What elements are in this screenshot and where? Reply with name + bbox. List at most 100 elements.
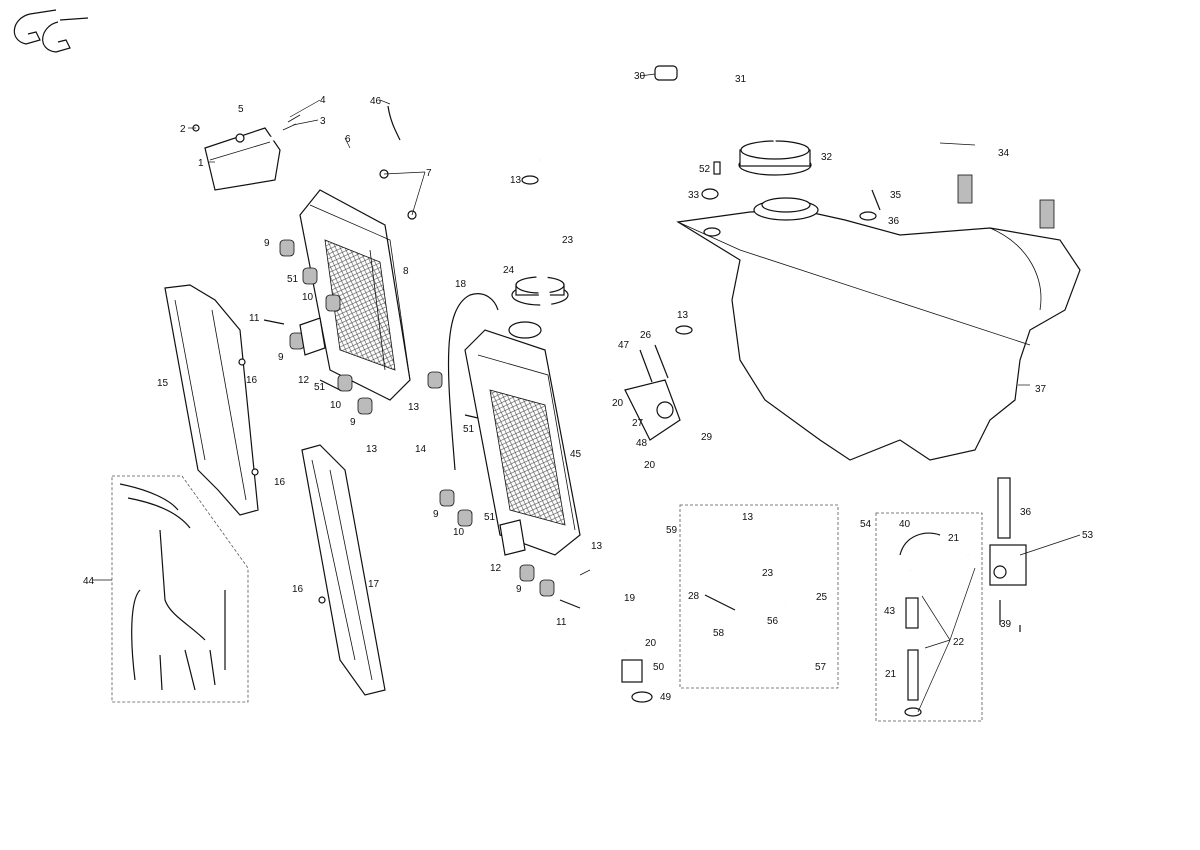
t-fitting-27 xyxy=(624,344,681,441)
radiator-shroud-15 xyxy=(164,284,259,516)
callout-46: 46 xyxy=(370,96,382,107)
callout-21a: 21 xyxy=(948,533,960,544)
callout-49: 49 xyxy=(660,692,672,703)
svg-text:GG: GG xyxy=(6,59,8,61)
vent-hose-31 xyxy=(654,65,776,143)
radiator-cover-1 xyxy=(192,124,281,191)
callout-12a: 12 xyxy=(298,375,310,386)
callout-4: 4 xyxy=(320,95,326,106)
callout-47: 47 xyxy=(618,340,630,351)
leader-lines xyxy=(92,73,1081,713)
callout-52: 52 xyxy=(699,164,711,175)
upper-hose-23 xyxy=(521,175,614,385)
callout-7: 7 xyxy=(426,168,432,179)
hose-kit-44 xyxy=(111,475,249,703)
small-tank-parts xyxy=(701,161,881,237)
breather-tube-18 xyxy=(447,293,499,471)
callout-51b: 51 xyxy=(314,382,326,393)
callout-20b: 20 xyxy=(644,460,656,471)
callout-6: 6 xyxy=(345,134,351,145)
breather-hoses xyxy=(264,114,417,220)
callout-34: 34 xyxy=(998,148,1010,159)
callout-51a: 51 xyxy=(287,274,299,285)
callout-51c: 51 xyxy=(463,424,475,435)
callout-5: 5 xyxy=(238,104,244,115)
right-radiator-45 xyxy=(464,321,581,556)
callout-8: 8 xyxy=(403,266,409,277)
hose-kit-59 xyxy=(679,504,839,689)
callout-11a: 11 xyxy=(249,313,260,324)
callout-13c: 13 xyxy=(510,175,522,186)
callout-15: 15 xyxy=(157,378,169,389)
callout-20c: 20 xyxy=(645,638,657,649)
grommets-right xyxy=(427,371,581,609)
callout-labels: 1 2 3 4 5 6 7 8 9 9 9 9 9 10 10 10 11 11… xyxy=(83,71,1094,703)
callout-33: 33 xyxy=(688,190,700,201)
callout-30: 30 xyxy=(634,71,646,82)
callout-59: 59 xyxy=(666,525,678,536)
callout-45: 45 xyxy=(570,449,582,460)
callout-54: 54 xyxy=(860,519,872,530)
callout-50: 50 xyxy=(653,662,665,673)
callout-51d: 51 xyxy=(484,512,496,523)
callout-39: 39 xyxy=(1000,619,1012,630)
callout-36b: 36 xyxy=(1020,507,1032,518)
callout-35: 35 xyxy=(890,190,902,201)
callout-23b: 23 xyxy=(762,568,774,579)
callout-10c: 10 xyxy=(453,527,465,538)
callout-10b: 10 xyxy=(330,400,342,411)
callout-2: 2 xyxy=(180,124,186,135)
tank-strap-34 xyxy=(957,128,1055,231)
fuel-tank-37 xyxy=(676,197,1081,461)
callout-32: 32 xyxy=(821,152,833,163)
grommets-left xyxy=(263,239,373,415)
brand-logo: GG xyxy=(6,9,89,61)
fuel-petcock-53 xyxy=(989,477,1027,632)
callout-13b: 13 xyxy=(366,444,378,455)
callout-1: 1 xyxy=(198,158,204,169)
callout-21b: 21 xyxy=(885,669,897,680)
callout-48: 48 xyxy=(636,438,648,449)
callout-9a: 9 xyxy=(264,238,270,249)
callout-3: 3 xyxy=(320,116,326,127)
callout-9b: 9 xyxy=(278,352,284,363)
lower-hose-19 xyxy=(573,559,653,703)
callout-22: 22 xyxy=(953,637,965,648)
hose-29 xyxy=(667,325,693,494)
callout-12b: 12 xyxy=(490,563,502,574)
callout-24: 24 xyxy=(503,265,515,276)
callout-53: 53 xyxy=(1082,530,1094,541)
callout-28: 28 xyxy=(688,591,700,602)
callout-44: 44 xyxy=(83,576,95,587)
callout-13e: 13 xyxy=(591,541,603,552)
callout-40: 40 xyxy=(899,519,911,530)
callout-16b: 16 xyxy=(274,477,286,488)
callout-31: 31 xyxy=(735,74,747,85)
callout-11b: 11 xyxy=(556,617,567,628)
callout-37: 37 xyxy=(1035,384,1047,395)
callout-16a: 16 xyxy=(246,375,258,386)
callout-19: 19 xyxy=(624,593,636,604)
callout-26: 26 xyxy=(640,330,652,341)
lower-hose-14 xyxy=(384,427,409,496)
overflow-hose-46 xyxy=(386,85,541,161)
callout-13d: 13 xyxy=(677,310,689,321)
callout-56: 56 xyxy=(767,616,779,627)
callout-9c: 9 xyxy=(350,417,356,428)
callout-58: 58 xyxy=(713,628,725,639)
callout-36a: 36 xyxy=(888,216,900,227)
callout-20a: 20 xyxy=(612,398,624,409)
callout-43: 43 xyxy=(884,606,896,617)
callout-27: 27 xyxy=(632,418,644,429)
callout-29: 29 xyxy=(701,432,713,443)
callout-25: 25 xyxy=(816,592,828,603)
callout-13a: 13 xyxy=(408,402,420,413)
callout-16c: 16 xyxy=(292,584,304,595)
callout-57: 57 xyxy=(815,662,827,673)
callout-10a: 10 xyxy=(302,292,314,303)
callout-17: 17 xyxy=(368,579,380,590)
callout-14: 14 xyxy=(415,444,427,455)
callout-18: 18 xyxy=(455,279,467,290)
